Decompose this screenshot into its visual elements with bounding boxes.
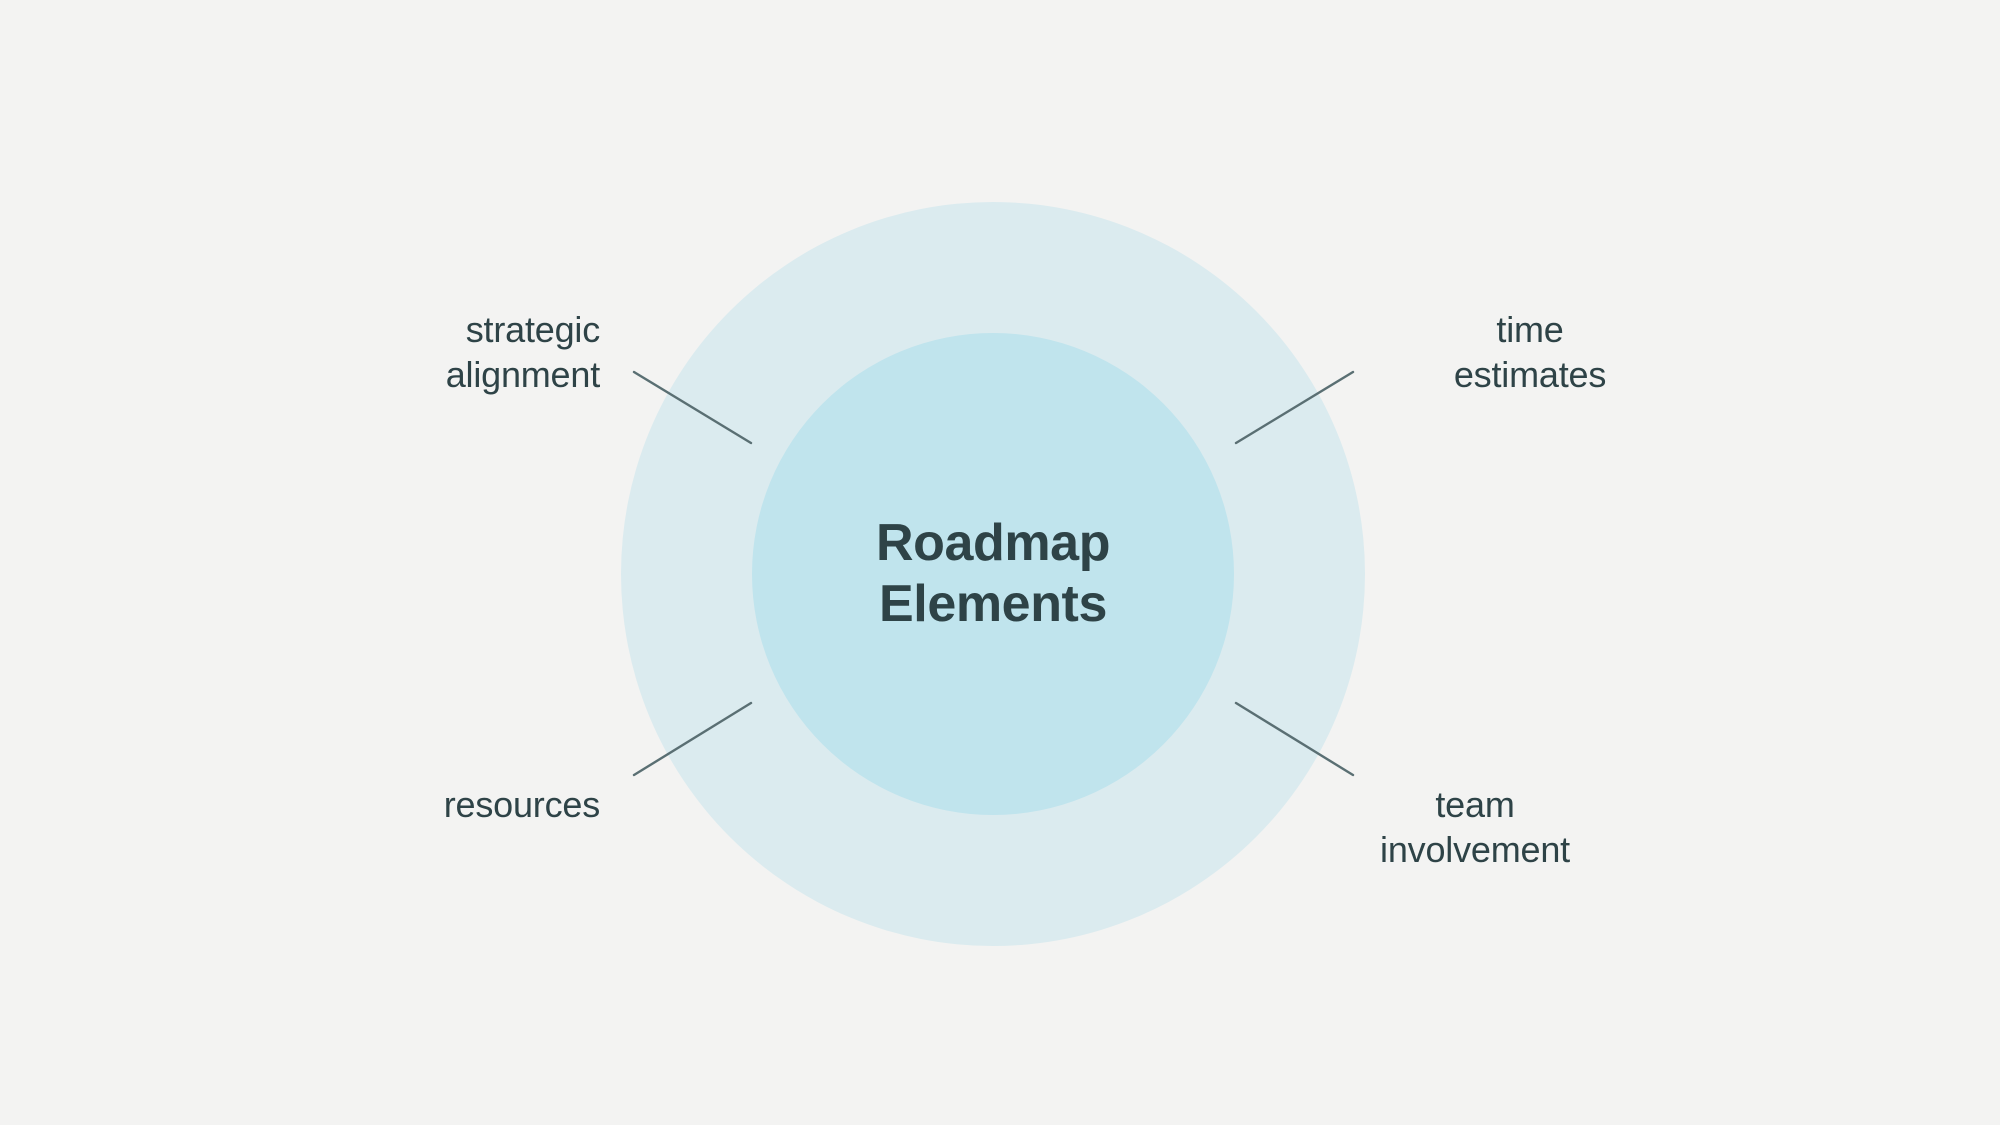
connector-line-team-involvement — [1234, 701, 1355, 777]
connector-line-time-estimates — [1234, 370, 1355, 445]
center-title-line-1: Roadmap — [875, 513, 1111, 572]
node-label-time-estimates: time estimates — [1453, 309, 1607, 395]
center-hub-label: Roadmap Elements — [752, 333, 1234, 815]
center-title-line-2: Elements — [878, 575, 1107, 633]
inner-circle — [752, 333, 1234, 815]
connector-line-strategic-alignment — [632, 370, 753, 445]
node-label-team-involvement: team involvement — [1380, 784, 1570, 870]
node-label-resources: resources — [443, 784, 600, 825]
connector-line-resources — [632, 701, 753, 777]
node-label-strategic-alignment: strategic alignment — [445, 309, 600, 395]
